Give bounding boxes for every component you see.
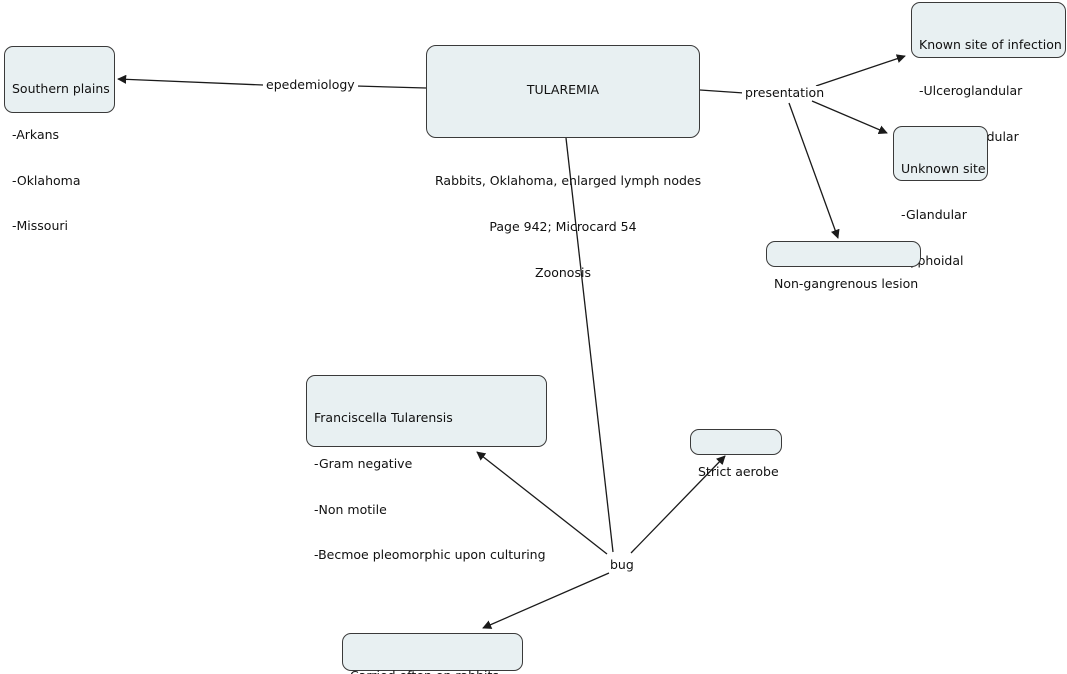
edge-tularemia-epidemiology xyxy=(355,85,427,89)
southern-plains-line3: -Oklahoma xyxy=(12,172,81,188)
node-strict-aerobe[interactable]: Strict aerobe xyxy=(690,429,782,479)
node-franciscella-tularensis[interactable]: Franciscella Tularensis -Gram negative -… xyxy=(306,375,547,562)
franciscella-line1: Franciscella Tularensis xyxy=(314,410,453,426)
edge-bug-franciscella xyxy=(476,451,608,555)
node-tularemia[interactable]: TULAREMIA Rabbits, Oklahoma, enlarged ly… xyxy=(426,45,701,280)
southern-plains-line1: Southern plains xyxy=(12,81,110,97)
node-southern-plains[interactable]: Southern plains -Arkans -Oklahoma -Misso… xyxy=(4,46,115,233)
tularemia-title: TULAREMIA xyxy=(526,82,600,98)
tularemia-line3: Zoonosis xyxy=(535,264,591,280)
edge-bug-carried-rabbits xyxy=(482,572,610,629)
link-label-epidemiology[interactable]: epedemiology xyxy=(263,78,358,92)
non-gangrenous-line1: Non-gangrenous lesion xyxy=(774,276,919,292)
known-site-line2: -Ulceroglandular xyxy=(919,83,1023,99)
edge-tularemia-presentation xyxy=(699,89,745,94)
southern-plains-line2: -Arkans xyxy=(12,127,60,143)
edge-epidemiology-southern-plains xyxy=(117,74,264,86)
node-non-gangrenous-lesion[interactable]: Non-gangrenous lesion xyxy=(766,241,921,291)
link-label-presentation[interactable]: presentation xyxy=(742,86,828,100)
carried-rabbits-line1: Carried often on rabbits xyxy=(350,668,515,674)
franciscella-line2: -Gram negative xyxy=(314,456,413,472)
edge-bug-strict-aerobe xyxy=(630,455,726,554)
known-site-line1: Known site of infection xyxy=(919,37,1062,53)
unknown-site-line1: Unknown site xyxy=(901,161,986,177)
edge-presentation-non-gangrenous xyxy=(788,102,840,239)
unknown-site-line2: -Glandular xyxy=(901,207,967,223)
franciscella-line3: -Non motile xyxy=(314,501,387,517)
southern-plains-line4: -Missouri xyxy=(12,218,68,234)
tularemia-line1: Rabbits, Oklahoma, enlarged lymph nodes xyxy=(435,173,702,189)
edge-presentation-unknown-site xyxy=(811,100,888,134)
franciscella-line4: -Becmoe pleomorphic upon culturing xyxy=(314,547,546,563)
edge-tularemia-bug xyxy=(565,137,614,553)
strict-aerobe-line1: Strict aerobe xyxy=(698,464,779,480)
tularemia-line2: Page 942; Microcard 54 xyxy=(489,219,637,235)
tularemia-spacer xyxy=(435,128,691,143)
node-carried-often-on-rabbits[interactable]: Carried often on rabbits -Often from tic… xyxy=(342,633,523,674)
link-label-bug[interactable]: bug xyxy=(607,558,637,572)
node-known-site-of-infection[interactable]: Known site of infection -Ulceroglandular… xyxy=(911,2,1066,144)
node-unknown-site[interactable]: Unknown site -Glandular -Typhoidal xyxy=(893,126,988,268)
edge-presentation-known-site xyxy=(815,54,906,87)
